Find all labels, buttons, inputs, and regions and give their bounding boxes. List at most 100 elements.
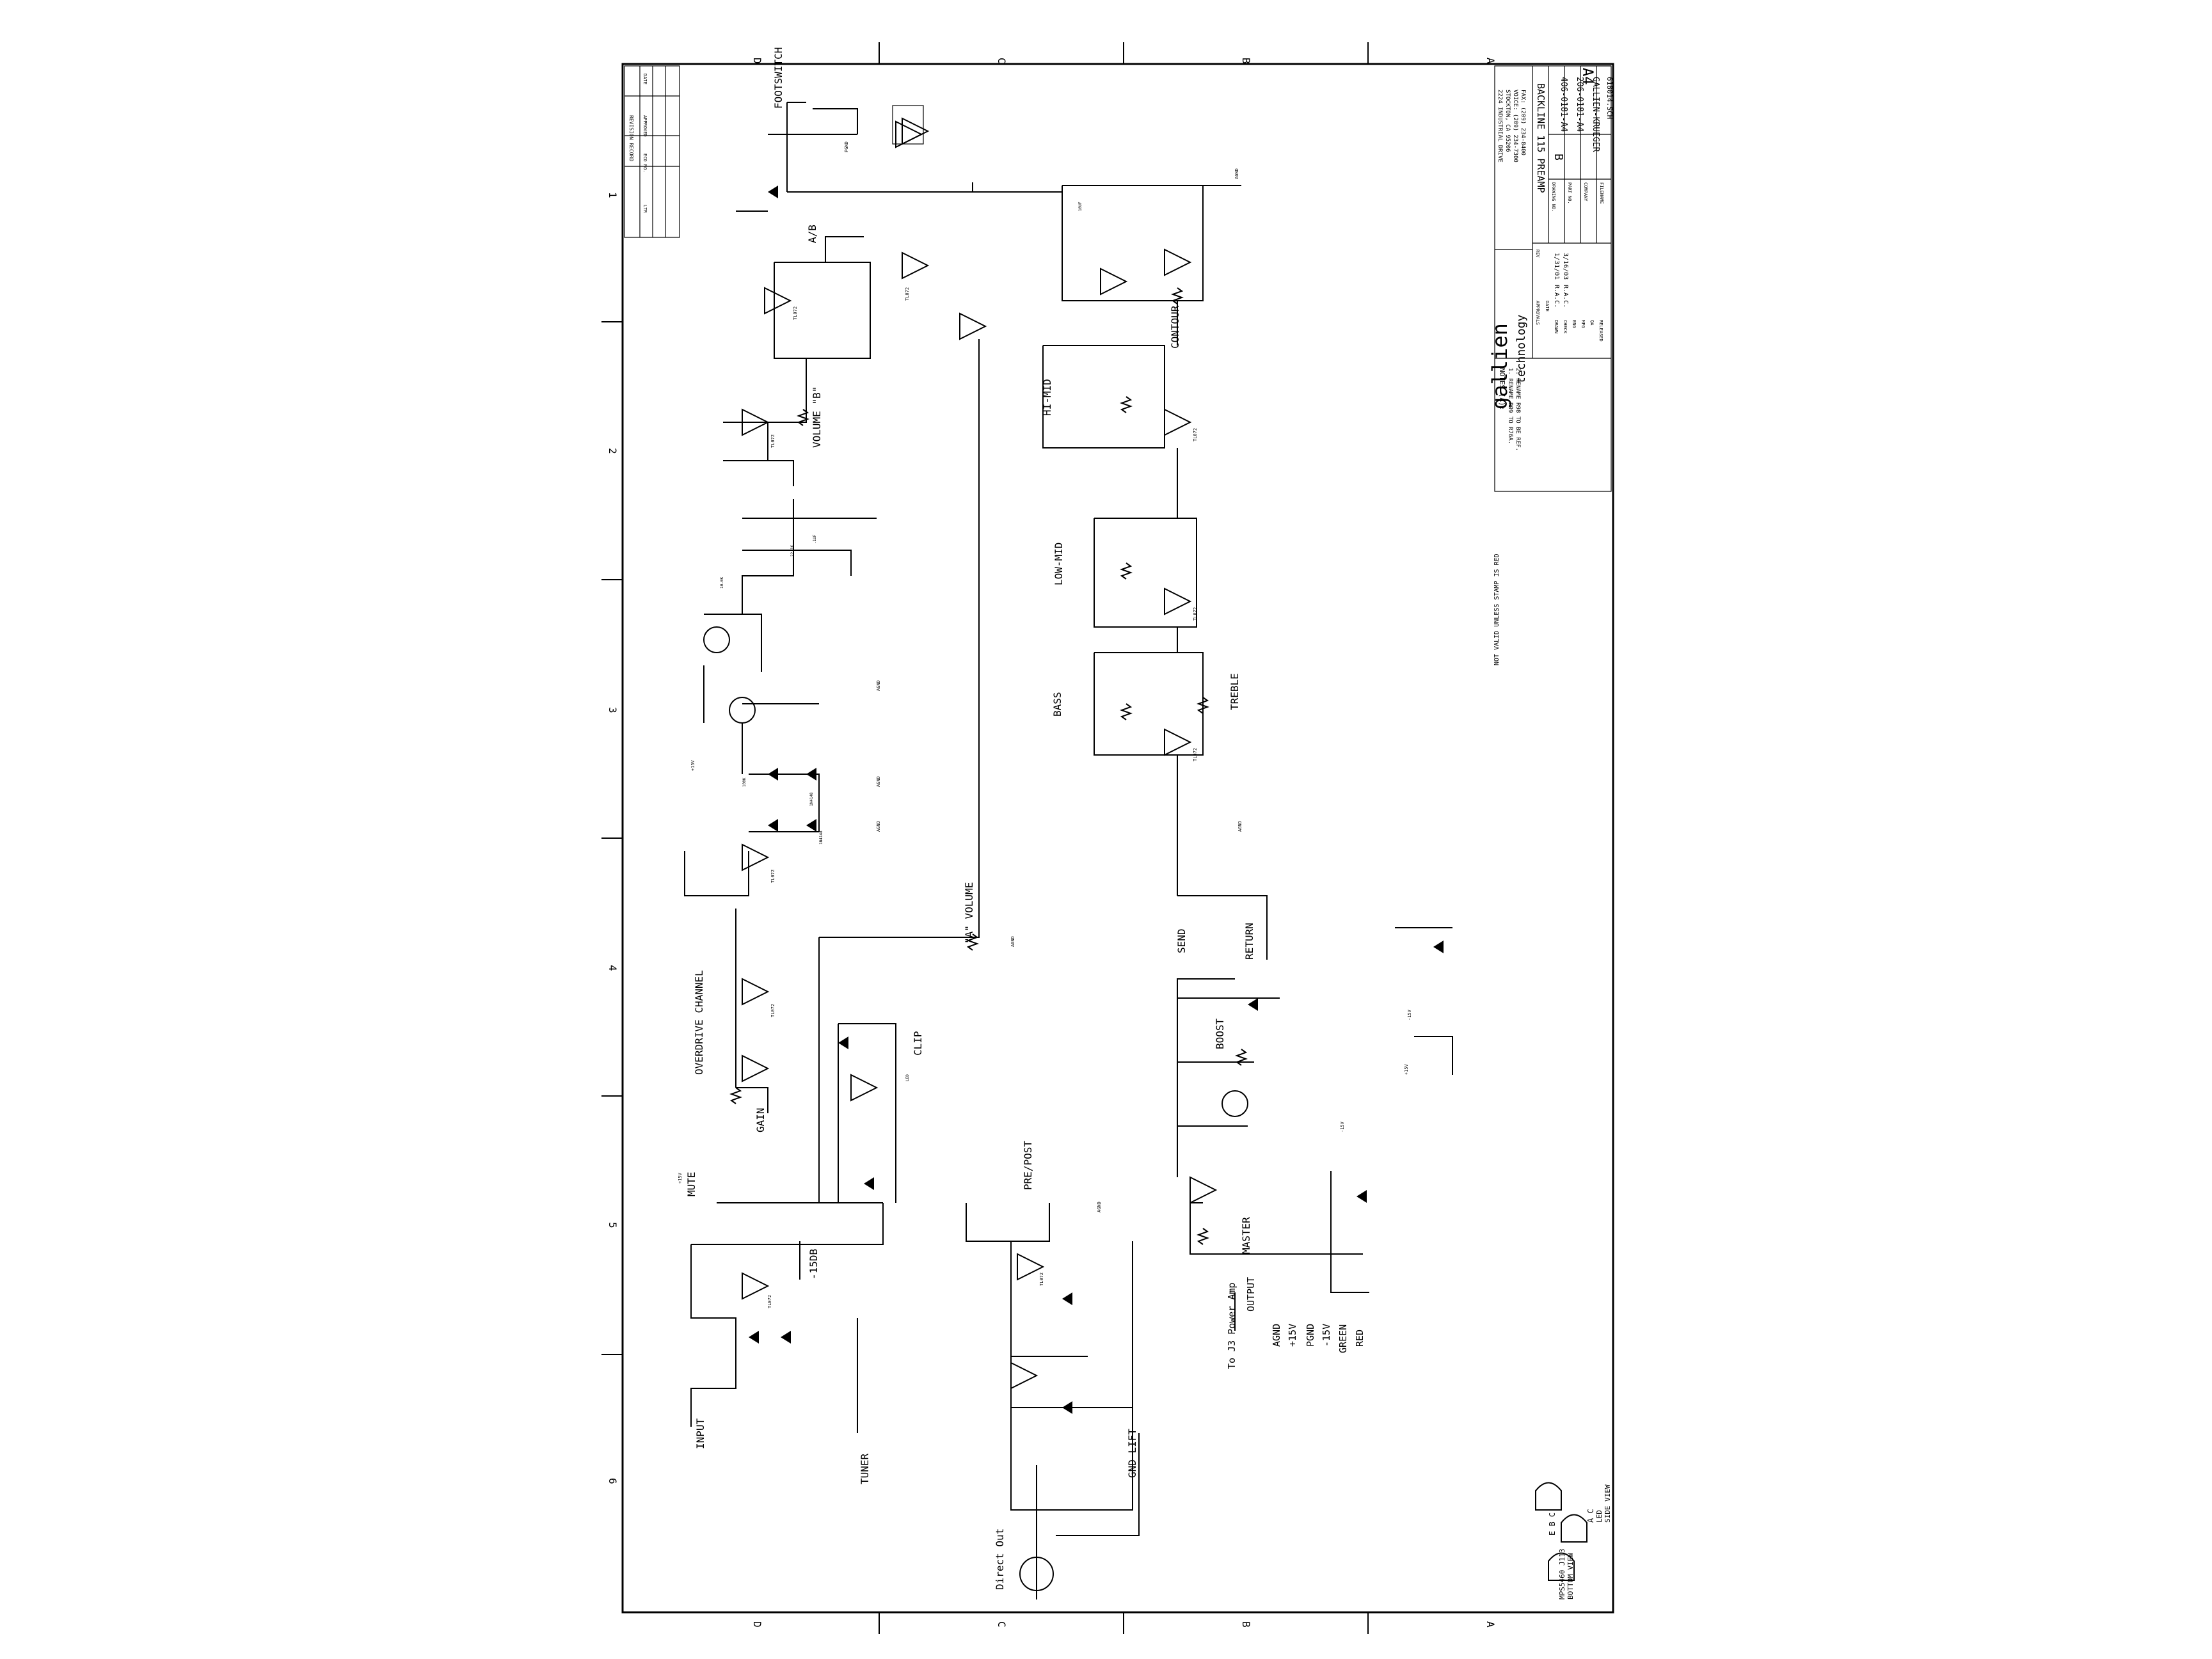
zone-col-5: 5 bbox=[607, 1222, 619, 1228]
label-boost: BOOST bbox=[1214, 1018, 1226, 1049]
zone-row-b-top: B bbox=[1240, 58, 1252, 64]
label-hi-mid: HI-MID bbox=[1041, 379, 1053, 416]
led-package bbox=[1535, 1482, 1562, 1511]
treble-pot bbox=[1197, 697, 1209, 714]
circuit-labels: FOOTSWITCH A/B VOLUME "B" OVERDRIVE CHAN… bbox=[685, 47, 1612, 1599]
company-logo: gallien bbox=[1488, 323, 1512, 409]
diode-d4 bbox=[806, 819, 816, 832]
label-clip: CLIP bbox=[912, 1031, 924, 1056]
diode-d9 bbox=[1062, 1292, 1072, 1305]
zone-row-a-top: A bbox=[1484, 58, 1497, 64]
ref-gnd-5: AGND bbox=[1010, 936, 1015, 947]
opamp-u4 bbox=[742, 843, 770, 871]
ref-r-2: 100K bbox=[742, 777, 747, 787]
led-d13 bbox=[1433, 941, 1444, 953]
part-number: 206-0181-A4 bbox=[1575, 77, 1584, 132]
label-green: GREEN bbox=[1337, 1324, 1349, 1353]
ref-gnd-8: AGND bbox=[1237, 821, 1243, 832]
pinout-led: LED bbox=[1595, 1510, 1603, 1523]
label-output: OUTPUT bbox=[1245, 1277, 1257, 1312]
opamp-u9 bbox=[1017, 1253, 1045, 1281]
rev-col-ltr: LTR bbox=[642, 205, 648, 213]
opamp-u14 bbox=[1164, 248, 1192, 276]
field-mfg: MFG bbox=[1580, 320, 1586, 328]
rev-col-date: DATE bbox=[642, 74, 648, 84]
label-pgnd: PGND bbox=[1305, 1324, 1316, 1347]
label-mute: MUTE bbox=[685, 1171, 697, 1196]
op-amps bbox=[742, 105, 1218, 1390]
zone-row-c-bottom: C bbox=[996, 1621, 1008, 1628]
opamp-u8 bbox=[850, 1074, 879, 1102]
contour-pot bbox=[1171, 287, 1184, 305]
potentiometers bbox=[729, 287, 1248, 1245]
label-gain: GAIN bbox=[754, 1107, 767, 1132]
opamp-u18 bbox=[1190, 1176, 1218, 1204]
rev-col-approved: APPROVED bbox=[642, 115, 648, 137]
label-ab: A/B bbox=[806, 225, 818, 243]
diode-d3 bbox=[768, 819, 778, 832]
label-input: INPUT bbox=[694, 1418, 706, 1449]
opamp-u2 bbox=[764, 287, 792, 315]
revision-letter: B bbox=[1552, 154, 1565, 161]
ref-vn-2: -15V bbox=[1340, 1121, 1345, 1132]
label-minus15v: -15V bbox=[1321, 1324, 1332, 1347]
zone-col-1: 1 bbox=[607, 192, 619, 198]
ref-c-1: .1UF bbox=[813, 534, 817, 544]
field-filename: FILENAME bbox=[1599, 182, 1604, 204]
field-drawing-no: DRAWING NO. bbox=[1551, 182, 1556, 212]
opamp-u15 bbox=[1164, 408, 1192, 436]
test-box bbox=[892, 105, 924, 145]
ref-op-7: TL072 bbox=[1039, 1273, 1044, 1286]
boost-pot bbox=[1235, 1049, 1248, 1066]
opamp-u13 bbox=[1100, 267, 1128, 296]
zone-col-2: 2 bbox=[607, 448, 619, 454]
low-mid-pot bbox=[1120, 562, 1133, 580]
ref-d-1: 1N4148 bbox=[809, 792, 814, 806]
zone-labels: D C B A D C B A 1 2 3 4 5 6 bbox=[607, 58, 1497, 1628]
ref-vp-1: +15V bbox=[678, 1172, 683, 1184]
ref-op-9: TL072 bbox=[1193, 607, 1198, 621]
zone-row-d-bottom: D bbox=[751, 1621, 763, 1628]
label-overdrive-channel: OVERDRIVE CHANNEL bbox=[693, 970, 705, 1075]
company-name: GALLIEN-KRUEGER bbox=[1591, 77, 1600, 152]
field-rev: REV bbox=[1535, 250, 1540, 258]
sheet-size: A4 bbox=[1579, 68, 1595, 85]
hi-mid-pot bbox=[1120, 396, 1133, 413]
label-return: RETURN bbox=[1243, 923, 1255, 960]
label-volume-a: "A" VOLUME bbox=[963, 882, 975, 944]
drawn-by: R.A.C. bbox=[1553, 285, 1560, 308]
ref-op-1: TL072 bbox=[905, 287, 910, 301]
opamp-u19 bbox=[895, 120, 923, 148]
zone-col-4: 4 bbox=[607, 965, 619, 971]
led-d14 bbox=[1357, 1190, 1367, 1203]
bass-pot bbox=[1120, 703, 1133, 720]
field-check: CHECK bbox=[1563, 320, 1568, 334]
field-qa: QA bbox=[1589, 320, 1595, 326]
ref-gnd-4: AGND bbox=[876, 821, 881, 832]
master-pot bbox=[1197, 1228, 1209, 1245]
xlr-connector bbox=[1019, 1557, 1054, 1591]
label-send: SEND bbox=[1175, 928, 1188, 953]
ref-op-6: TL072 bbox=[767, 1295, 772, 1308]
volume-b-pot bbox=[797, 409, 809, 426]
ref-r-3: 22.1K bbox=[790, 545, 795, 557]
label-15db: -15DB bbox=[808, 1249, 820, 1280]
ref-op-8: TL072 bbox=[1193, 428, 1198, 441]
opamp-u12 bbox=[959, 312, 987, 340]
field-part-no: PART NO. bbox=[1567, 182, 1572, 204]
label-tuner: TUNER bbox=[859, 1453, 871, 1484]
label-bass: BASS bbox=[1051, 692, 1063, 717]
date-checked: 3/16/03 bbox=[1562, 253, 1569, 280]
label-low-mid: LOW-MID bbox=[1053, 543, 1065, 585]
label-agnd: AGND bbox=[1271, 1324, 1282, 1347]
jfet-q3 bbox=[1221, 1090, 1248, 1117]
checked-by: R.A.C. bbox=[1562, 285, 1569, 308]
address-line-2: STOCKTON, CA 95206 bbox=[1504, 90, 1511, 152]
pinout-parts: MPS5460 J113 bbox=[1558, 1549, 1566, 1599]
ref-d-2: 1N4148 bbox=[819, 830, 824, 845]
opamp-u17 bbox=[1164, 728, 1192, 756]
opamp-u16 bbox=[1164, 587, 1192, 615]
notes-header: NOTES (A): bbox=[1498, 368, 1506, 410]
company-logo-suffix: technology bbox=[1515, 314, 1528, 384]
zone-row-b-bottom: B bbox=[1240, 1621, 1252, 1628]
